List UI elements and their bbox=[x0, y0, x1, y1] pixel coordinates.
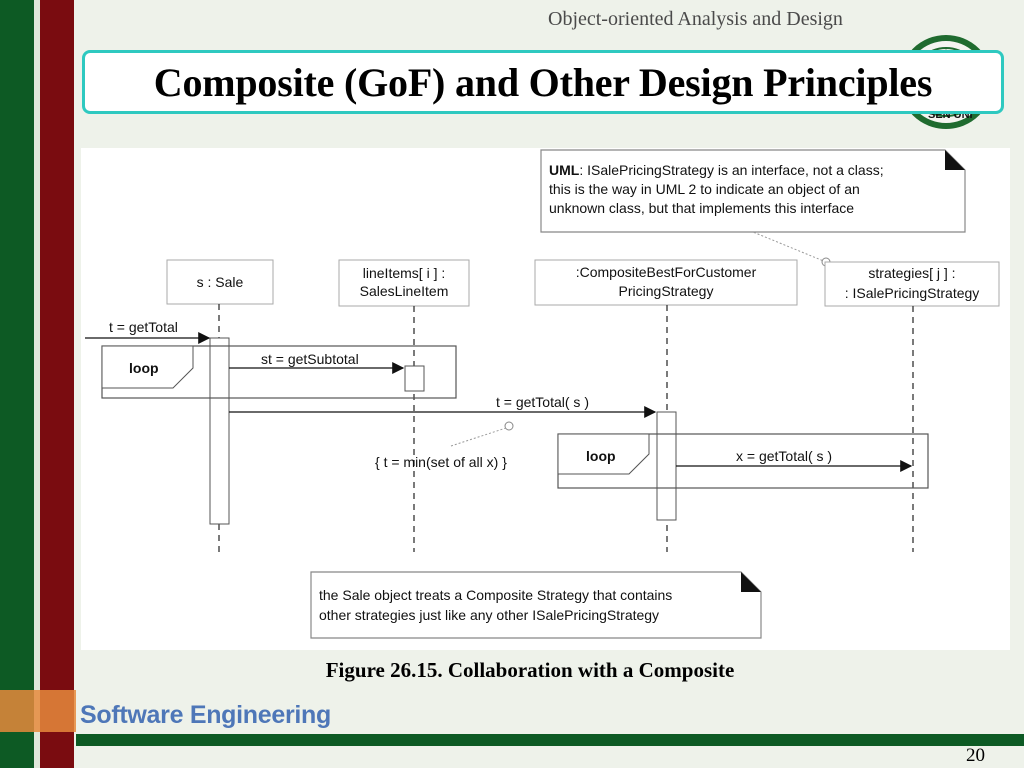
loop-label-1: loop bbox=[129, 360, 159, 376]
lifeline-head-lineitems: lineItems[ i ] : SalesLineItem bbox=[338, 259, 470, 307]
uml-note: UML: ISalePricingStrategy is an interfac… bbox=[540, 149, 966, 233]
svg-text:UML: ISalePricingStrategy is a: UML: ISalePricingStrategy is an interfac… bbox=[549, 162, 884, 178]
constraint-text: { t = min(set of all x) } bbox=[375, 454, 507, 470]
uml-note-line-1: : ISalePricingStrategy is an interface, … bbox=[579, 162, 883, 178]
lifeline-head-composite: :CompositeBestForCustomer PricingStrateg… bbox=[534, 259, 798, 306]
svg-text:: ISalePricingStrategy: : ISalePricingStrategy bbox=[845, 285, 980, 301]
svg-text:strategies[ j ] :: strategies[ j ] : bbox=[868, 265, 955, 281]
page-number: 20 bbox=[966, 745, 985, 766]
lifeline-head-sale: s : Sale bbox=[166, 259, 274, 305]
svg-text::CompositeBestForCustomer: :CompositeBestForCustomer bbox=[576, 264, 757, 280]
figure-caption: Figure 26.15. Collaboration with a Compo… bbox=[325, 658, 735, 682]
message-getsubtotal: st = getSubtotal bbox=[261, 351, 359, 367]
message-gettotal: t = getTotal bbox=[109, 319, 178, 335]
activation-lineitems bbox=[404, 365, 425, 392]
constraint-connector bbox=[450, 426, 510, 447]
footer-orange-band bbox=[0, 690, 76, 732]
sequence-diagram: UML: ISalePricingStrategy is an interfac… bbox=[81, 148, 1010, 650]
loop-fragment-2: loop bbox=[557, 433, 929, 489]
svg-text:PricingStrategy: PricingStrategy bbox=[619, 283, 714, 299]
message-x-gettotal: x = getTotal( s ) bbox=[736, 448, 832, 464]
svg-text:SalesLineItem: SalesLineItem bbox=[360, 283, 449, 299]
slide-title: Composite (GoF) and Other Design Princip… bbox=[153, 59, 933, 105]
loop-label-2: loop bbox=[586, 448, 616, 464]
footer-green-bar bbox=[76, 734, 1024, 746]
left-stripe-gap bbox=[34, 0, 40, 768]
left-green-stripe bbox=[0, 0, 34, 768]
activation-sale bbox=[209, 337, 230, 525]
uml-note-bold: UML bbox=[549, 162, 580, 178]
svg-text:lineItems[ i ] :: lineItems[ i ] : bbox=[363, 265, 445, 281]
svg-text:s : Sale: s : Sale bbox=[197, 274, 244, 290]
sale-note: the Sale object treats a Composite Strat… bbox=[310, 571, 762, 639]
sale-note-line-2: other strategies just like any other ISa… bbox=[319, 607, 659, 623]
loop-fragment-1: loop bbox=[101, 345, 457, 399]
activation-composite bbox=[656, 411, 677, 521]
title-box: Composite (GoF) and Other Design Princip… bbox=[82, 50, 1004, 114]
sale-note-line-1: the Sale object treats a Composite Strat… bbox=[319, 587, 672, 603]
message-gettotal-s: t = getTotal( s ) bbox=[496, 394, 589, 410]
footer-label: Software Engineering bbox=[80, 701, 331, 729]
uml-note-connector bbox=[752, 231, 827, 263]
left-red-stripe bbox=[40, 0, 74, 768]
course-title: Object-oriented Analysis and Design bbox=[548, 8, 843, 30]
constraint-anchor bbox=[504, 421, 514, 431]
lifeline-head-strategies: strategies[ j ] : : ISalePricingStrategy bbox=[824, 261, 1000, 307]
uml-note-line-2: this is the way in UML 2 to indicate an … bbox=[549, 181, 860, 197]
lifelines bbox=[218, 304, 914, 552]
uml-note-line-3: unknown class, but that implements this … bbox=[549, 200, 854, 216]
